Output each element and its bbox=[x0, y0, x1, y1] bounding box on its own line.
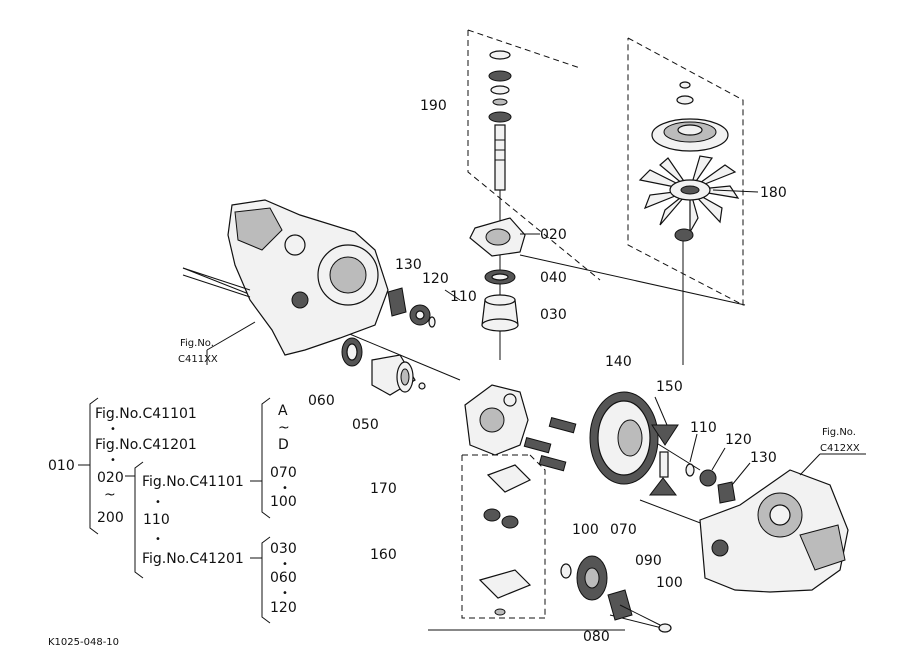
label-140: 140 bbox=[605, 354, 632, 370]
label-100-bottom: 100 bbox=[656, 575, 683, 591]
index-dot-6: • bbox=[282, 559, 288, 570]
index-fig-c41201-b: Fig.No.C41201 bbox=[142, 551, 244, 567]
bearing-040 bbox=[484, 269, 516, 285]
bottom-gears bbox=[560, 555, 672, 633]
label-120-right: 120 bbox=[725, 432, 752, 448]
footer-code: K1025-048-10 bbox=[48, 637, 119, 648]
label-160: 160 bbox=[370, 547, 397, 563]
index-v030: 030 bbox=[270, 541, 297, 557]
index-v110: 110 bbox=[143, 512, 170, 528]
label-090: 090 bbox=[635, 553, 662, 569]
label-110-left: 110 bbox=[450, 289, 477, 305]
index-fig-c41101-b: Fig.No.C41101 bbox=[142, 474, 244, 490]
label-130-right: 130 bbox=[750, 450, 777, 466]
index-v060: 060 bbox=[270, 570, 297, 586]
index-sub-a: A bbox=[278, 403, 288, 419]
part-labels: 190 180 020 040 030 130 120 110 Fig.No. … bbox=[48, 98, 860, 648]
label-fig-left-1: Fig.No. bbox=[180, 338, 214, 349]
plate-parts-160 bbox=[478, 464, 532, 616]
label-100-top: 100 bbox=[572, 522, 599, 538]
left-shaft-parts bbox=[341, 287, 436, 396]
label-080: 080 bbox=[583, 629, 610, 645]
index-v070: 070 bbox=[270, 465, 297, 481]
index-dot-2: • bbox=[110, 455, 116, 466]
label-180: 180 bbox=[760, 185, 787, 201]
leader-lines bbox=[206, 189, 866, 486]
label-110-right: 110 bbox=[690, 420, 717, 436]
differential-bevels bbox=[648, 424, 736, 504]
centre-case bbox=[464, 384, 577, 472]
fan-assembly bbox=[638, 81, 740, 242]
reference-index: 010 Fig.No.C41101 • Fig.No.C41201 • 020 … bbox=[48, 397, 297, 624]
right-transmission-case bbox=[699, 469, 849, 593]
index-sub-tilde: ~ bbox=[278, 420, 290, 436]
label-fig-left-2: C411XX bbox=[178, 354, 218, 365]
label-190: 190 bbox=[420, 98, 447, 114]
label-040: 040 bbox=[540, 270, 567, 286]
label-fig-right-1: Fig.No. bbox=[822, 427, 856, 438]
label-020: 020 bbox=[540, 227, 567, 243]
index-dot-4: • bbox=[155, 534, 161, 545]
label-030: 030 bbox=[540, 307, 567, 323]
label-060: 060 bbox=[308, 393, 335, 409]
index-dot-1: • bbox=[110, 424, 116, 435]
label-070: 070 bbox=[610, 522, 637, 538]
index-range-start-a: 020 bbox=[97, 470, 124, 486]
label-130-left: 130 bbox=[395, 257, 422, 273]
index-dot-3: • bbox=[155, 497, 161, 508]
coupling-030 bbox=[481, 294, 519, 332]
label-fig-right-2: C412XX bbox=[820, 443, 860, 454]
index-fig-c41101-a: Fig.No.C41101 bbox=[95, 406, 197, 422]
label-170: 170 bbox=[370, 481, 397, 497]
index-range-end-a: 200 bbox=[97, 510, 124, 526]
index-v120: 120 bbox=[270, 600, 297, 616]
index-tilde-a: ~ bbox=[104, 487, 116, 503]
index-fig-c41201-a: Fig.No.C41201 bbox=[95, 437, 197, 453]
left-transmission-case bbox=[182, 199, 389, 356]
index-dot-5: • bbox=[282, 483, 288, 494]
large-gear-140 bbox=[589, 391, 659, 485]
bevel-housing-020 bbox=[469, 217, 526, 257]
vertical-shaft-stack bbox=[488, 50, 512, 191]
label-120-left: 120 bbox=[422, 271, 449, 287]
index-root: 010 bbox=[48, 458, 75, 474]
index-sub-d: D bbox=[278, 437, 289, 453]
label-150: 150 bbox=[656, 379, 683, 395]
index-v100: 100 bbox=[270, 494, 297, 510]
index-dot-7: • bbox=[282, 588, 288, 599]
label-050: 050 bbox=[352, 417, 379, 433]
